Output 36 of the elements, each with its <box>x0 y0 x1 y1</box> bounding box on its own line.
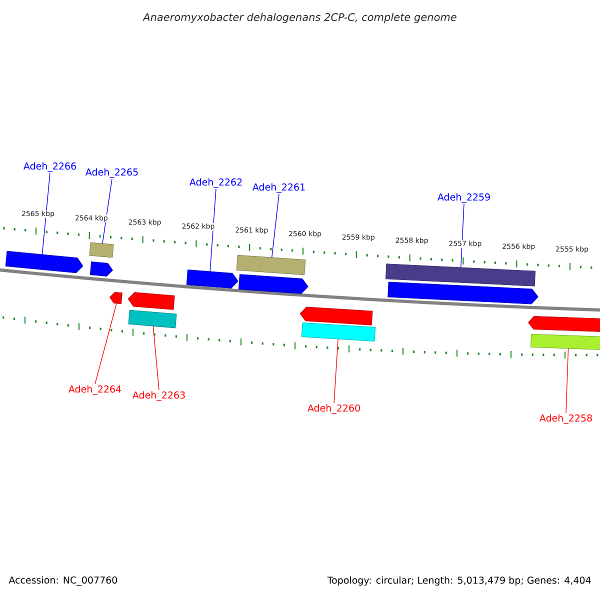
leader-line <box>152 326 160 390</box>
title: Anaeromyxobacter dehalogenans 2CP-C, complete genome <box>142 12 456 24</box>
leader-line <box>460 204 464 268</box>
gene-block <box>90 262 113 276</box>
feature-bar <box>128 310 177 328</box>
gene-label: Adeh_2261 <box>252 183 305 193</box>
feature-bar <box>385 264 536 286</box>
footer-text: Topology: circular; Length: 5,013,479 bp; Genes: 4,404 <box>327 576 591 586</box>
gene-label: Adeh_2264 <box>68 385 122 395</box>
gene-label: Adeh_2265 <box>86 168 138 178</box>
gene-label: Adeh_2263 <box>132 391 185 401</box>
feature-bar <box>236 254 306 276</box>
feature-bar <box>301 322 376 342</box>
gene-label: Adeh_2266 <box>24 162 76 172</box>
gene-block <box>528 316 600 332</box>
leader-line <box>94 303 117 384</box>
feature-bar <box>89 242 114 258</box>
leader-line <box>272 194 280 258</box>
gene-block <box>186 270 238 288</box>
gene-label: Adeh_2262 <box>190 178 242 188</box>
gene-block <box>128 292 175 310</box>
leader-line <box>42 172 50 255</box>
gene-label: Adeh_2258 <box>540 414 592 424</box>
leader-line <box>566 348 569 414</box>
leader-line <box>102 178 112 244</box>
feature-bar <box>530 334 600 350</box>
footer-text: Accession: NC_007760 <box>8 576 118 586</box>
gene-label: Adeh_2260 <box>308 404 360 414</box>
gene-block <box>388 282 538 304</box>
gene-block <box>5 250 84 274</box>
leader-line <box>210 188 216 272</box>
gene-block <box>238 274 308 294</box>
gene-block <box>109 292 122 304</box>
gene-label: Adeh_2259 <box>438 193 490 203</box>
leader-line <box>334 338 338 404</box>
gene-block <box>300 306 373 326</box>
